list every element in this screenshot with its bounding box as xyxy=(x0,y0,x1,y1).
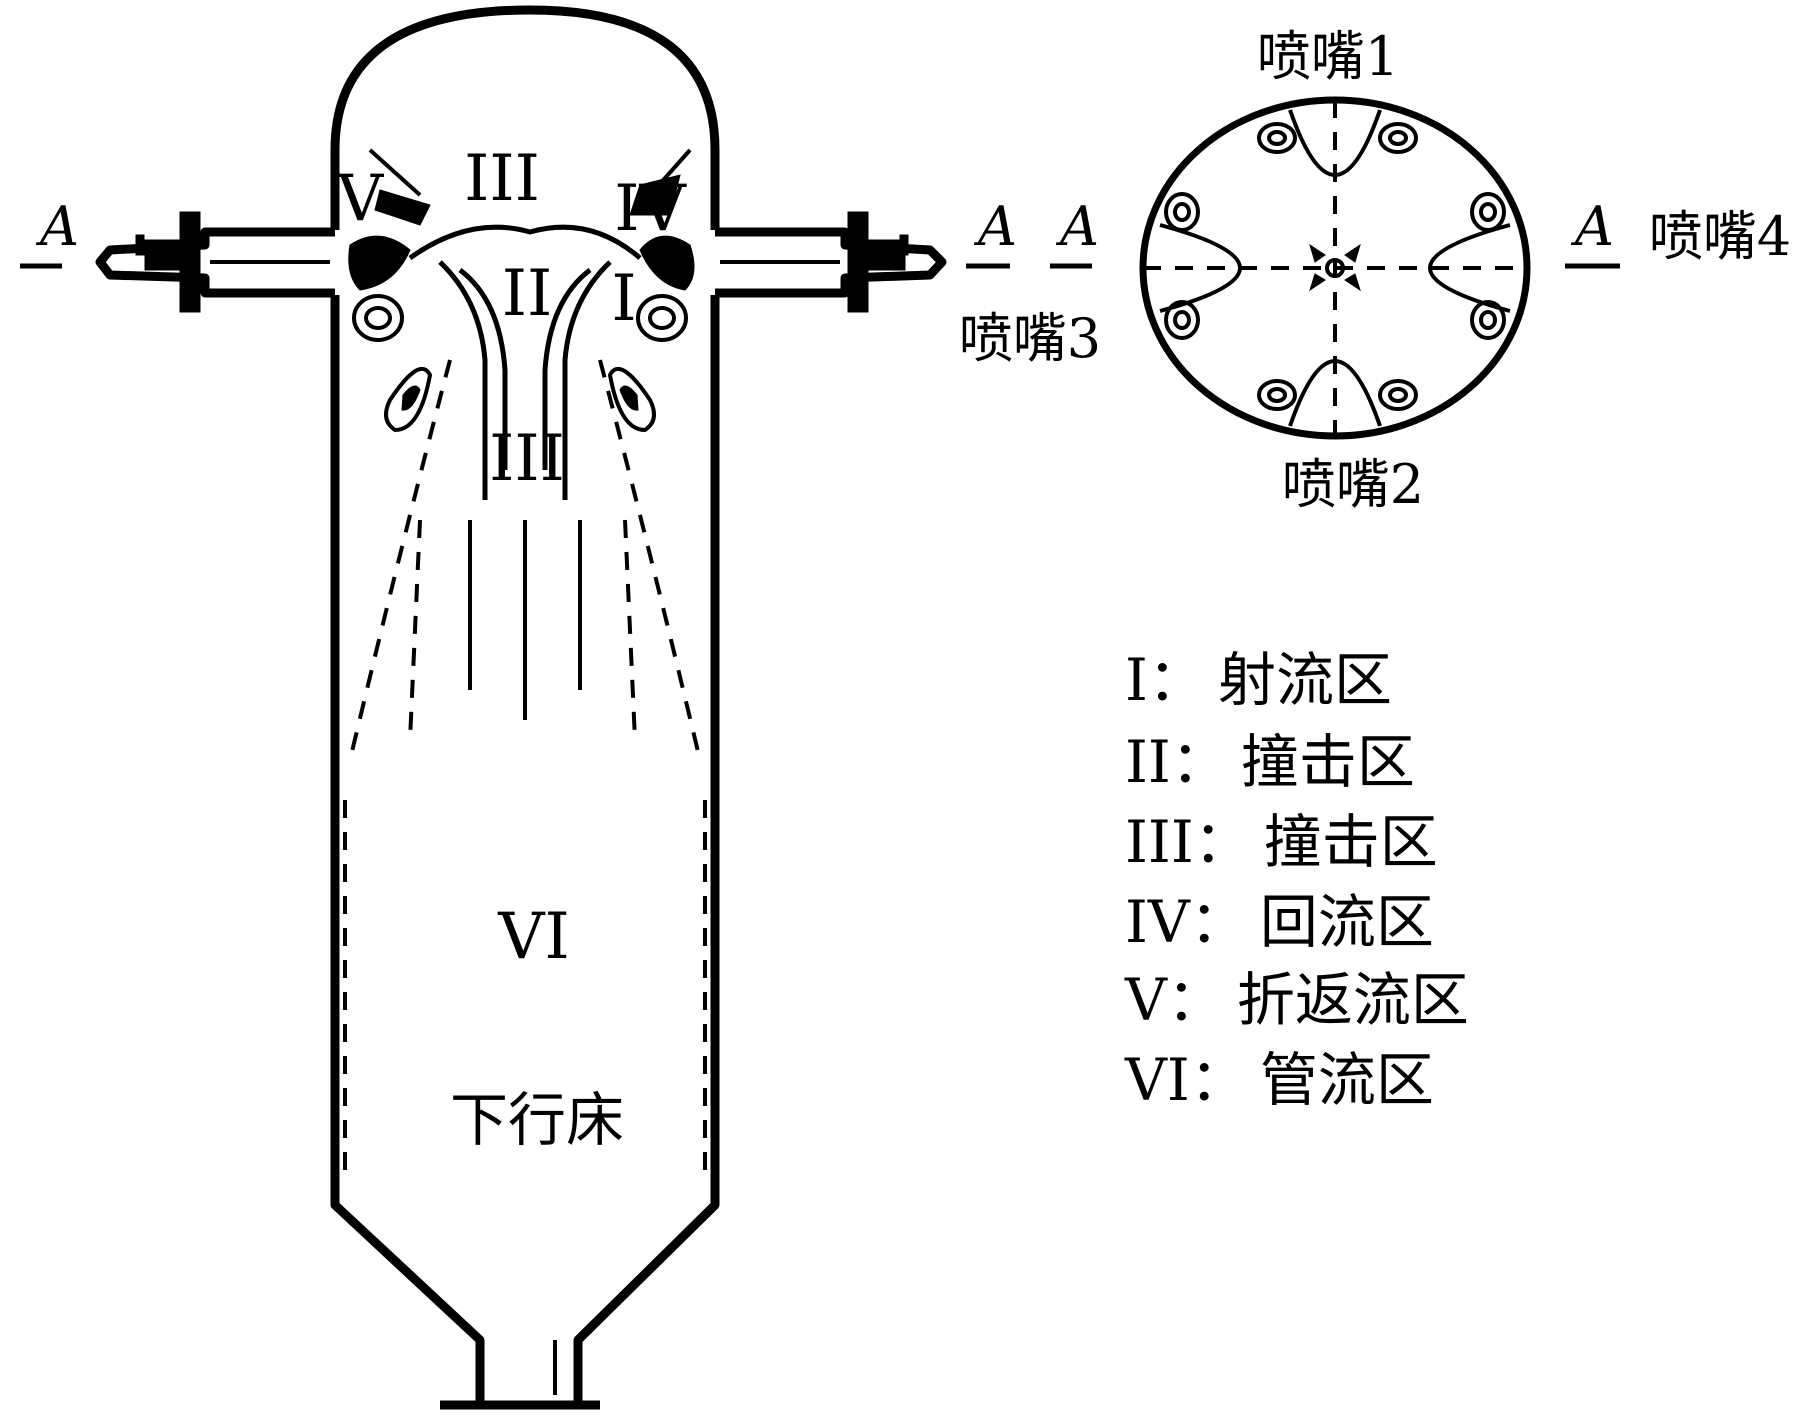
zone-label-ii: II xyxy=(502,257,553,331)
right-nozzle-pipe xyxy=(715,212,942,312)
nozzle-3-label: 喷嘴3 xyxy=(959,307,1101,370)
zone-label-v: V xyxy=(336,162,385,236)
zone-labels: III V IV II I III VI 下行床 xyxy=(336,142,688,1154)
cross-section-view: 喷嘴1 喷嘴2 喷嘴3 喷嘴4 xyxy=(959,25,1791,516)
legend-item-1: I：射流区 xyxy=(1125,646,1392,714)
vessel xyxy=(100,10,942,1405)
zone-label-mid-iii: III xyxy=(489,422,565,496)
legend: I：射流区 II：撞击区 III：撞击区 IV：回流区 V：折返流区 VI：管流… xyxy=(1124,646,1469,1114)
section-mark-right-1: A xyxy=(973,195,1017,258)
left-nozzle-pipe xyxy=(100,212,335,312)
zone-label-iv: IV xyxy=(614,172,687,246)
nozzle-2-label: 喷嘴2 xyxy=(1282,453,1424,516)
legend-item-3: III：撞击区 xyxy=(1125,808,1438,876)
legend-item-4: IV：回流区 xyxy=(1125,888,1434,956)
section-mark-left: A xyxy=(35,195,79,258)
bed-label: 下行床 xyxy=(450,1086,624,1154)
section-mark-right-2: A xyxy=(1055,195,1099,258)
nozzle-4-label: 喷嘴4 xyxy=(1649,205,1791,268)
legend-item-6: VI：管流区 xyxy=(1124,1046,1434,1114)
section-mark-far-right: A xyxy=(1570,195,1614,258)
zone-label-vi: VI xyxy=(497,900,570,974)
legend-item-5: V：折返流区 xyxy=(1124,966,1469,1034)
zone-label-i: I xyxy=(611,262,636,336)
zone-label-top-iii: III xyxy=(464,142,540,216)
nozzle-1-label: 喷嘴1 xyxy=(1257,25,1399,88)
legend-item-2: II：撞击区 xyxy=(1125,728,1415,796)
